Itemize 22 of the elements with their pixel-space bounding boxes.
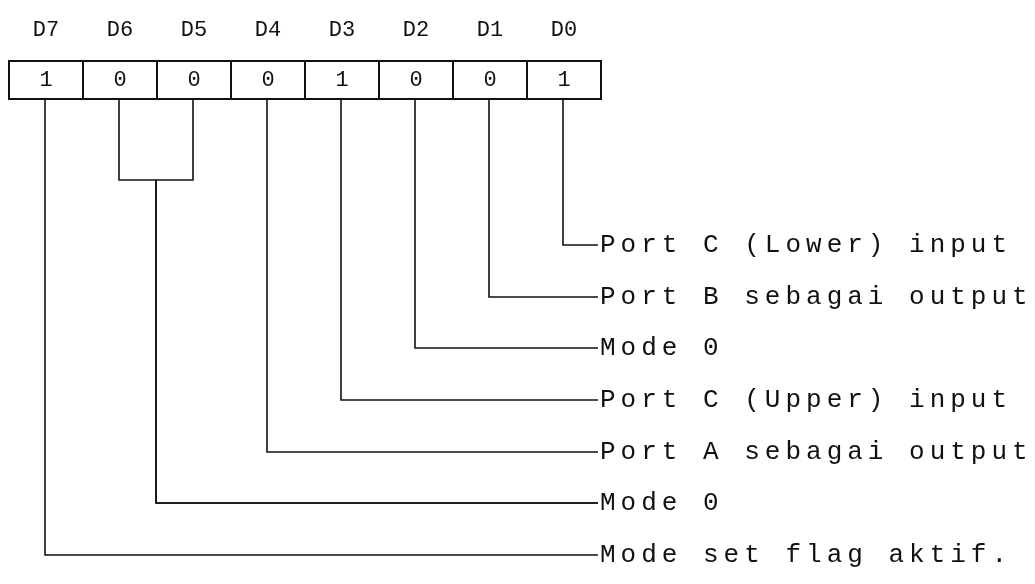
bit-cell: 1 [304,60,380,100]
bit-label: D2 [401,18,431,43]
bit-label: D0 [549,18,579,43]
bit-cell: 0 [452,60,528,100]
leader-line [414,99,599,349]
bit-label: D3 [327,18,357,43]
bit-cell: 0 [82,60,158,100]
bit-label: D5 [179,18,209,43]
bit-label: D1 [475,18,505,43]
bit-cell: 1 [8,60,84,100]
bit-cell: 1 [526,60,602,100]
bit-label: D7 [31,18,61,43]
leader-line [340,99,599,401]
leader-line [44,99,599,556]
leader-line [266,99,599,453]
bit-label: D4 [253,18,283,43]
bit-cell: 0 [156,60,232,100]
bit-cell: 0 [378,60,454,100]
leader-line [562,99,599,246]
bit-cell: 0 [230,60,306,100]
bit-label: D6 [105,18,135,43]
leader-line [488,99,599,298]
